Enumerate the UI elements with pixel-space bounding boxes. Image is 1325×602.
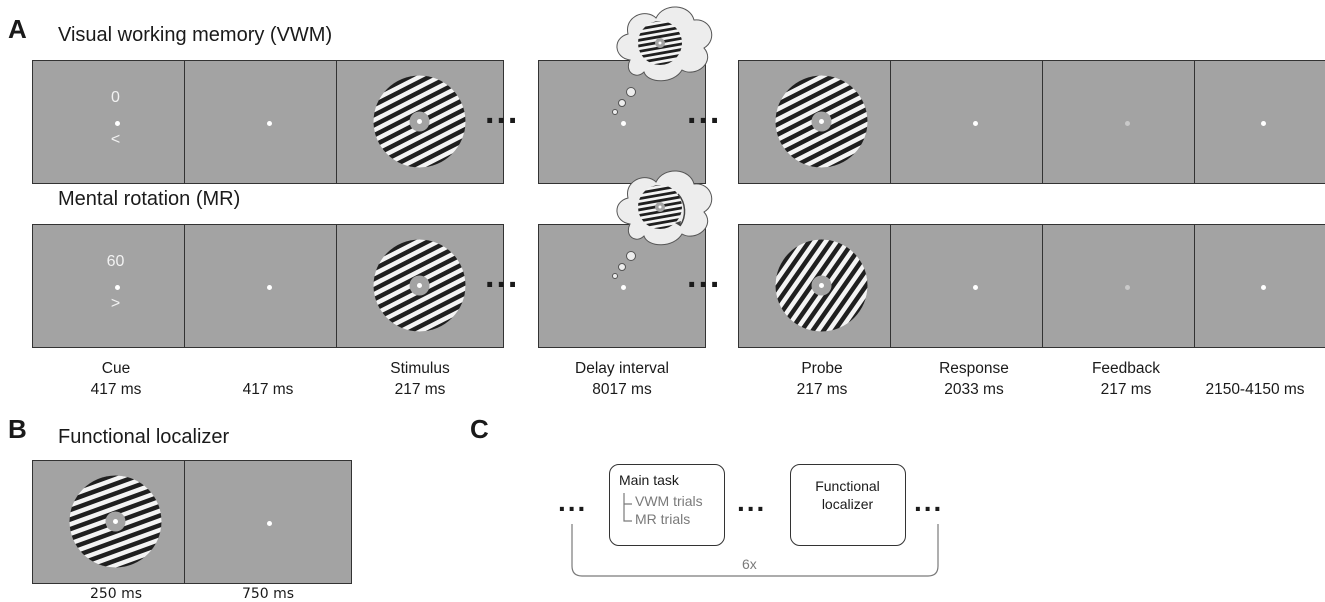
mr-title: Mental rotation (MR) — [58, 188, 241, 210]
label-time: 217 ms — [1100, 381, 1152, 398]
label-time: 217 ms — [796, 381, 848, 398]
fixation-dot — [266, 120, 272, 126]
localizer-title: Functional localizer — [58, 426, 230, 448]
mr-cue-number: 60 — [106, 253, 125, 270]
repeat-bracket — [571, 524, 939, 577]
label-blank: 417 ms — [183, 379, 353, 400]
panel-c-letter: C — [470, 414, 489, 444]
localizer-box-label: Functional localizer — [791, 477, 904, 513]
label-time: 417 ms — [90, 381, 142, 398]
vwm-delay-frame — [538, 60, 706, 184]
localizer-box: Functional localizer — [790, 464, 906, 546]
ellipsis: ... — [485, 257, 520, 295]
mr-cue-arrow: > — [110, 295, 121, 312]
vwm-response-frame — [890, 60, 1058, 184]
label-stimulus: Stimulus 217 ms — [335, 358, 505, 400]
thought-cloud-rotation — [612, 170, 713, 279]
mr-delay-frame — [538, 224, 706, 348]
ellipsis: ... — [485, 93, 520, 131]
panel-a-letter: A — [8, 14, 27, 44]
panel-b-letter: B — [8, 414, 27, 444]
fixation-dot — [266, 520, 272, 526]
label-delay: Delay interval 8017 ms — [537, 358, 707, 400]
arrowhead-icon — [675, 221, 681, 226]
label-name: Cue — [101, 360, 131, 377]
mr-cue-frame: 60 > — [32, 224, 200, 348]
main-task-box: Main task VWM trials MR trials — [609, 464, 725, 546]
vwm-cue-number: 0 — [111, 89, 120, 106]
vwm-probe-frame — [738, 60, 906, 184]
vwm-cue-arrow: < — [110, 131, 121, 148]
vwm-stimulus-frame — [336, 60, 504, 184]
mr-stimulus-frame — [336, 224, 504, 348]
fixation-dot — [266, 284, 272, 290]
label-time: 2033 ms — [944, 381, 1004, 398]
label-iti: 2150-4150 ms — [1185, 379, 1325, 400]
localizer-grating-frame — [32, 460, 200, 584]
label-name: Probe — [801, 360, 843, 377]
feedback-dot — [1124, 284, 1130, 290]
ellipsis: ... — [737, 486, 767, 517]
mr-iti-frame — [1194, 224, 1325, 348]
localizer-time-1: 250 ms — [89, 586, 143, 602]
label-feedback: Feedback 217 ms — [1041, 358, 1211, 400]
mr-blank-frame — [184, 224, 352, 348]
label-time: 217 ms — [394, 381, 446, 398]
vwm-iti-frame — [1194, 60, 1325, 184]
fixation-dot — [1261, 120, 1266, 126]
fixation-dot — [620, 120, 626, 126]
fixation-dot — [1261, 284, 1266, 290]
grating-stimulus — [373, 239, 466, 332]
label-probe: Probe 217 ms — [737, 358, 907, 400]
label-time: 8017 ms — [592, 381, 652, 398]
grating-probe — [775, 75, 868, 168]
vwm-trials-label: VWM trials — [635, 493, 703, 509]
feedback-dot — [1124, 120, 1130, 126]
mr-trials-label: MR trials — [635, 511, 691, 527]
localizer-line-2: localizer — [821, 496, 874, 512]
label-response: Response 2033 ms — [889, 358, 1059, 400]
label-name: Response — [939, 360, 1009, 377]
tree-connector-icon — [623, 493, 632, 522]
vwm-blank-frame — [184, 60, 352, 184]
label-time: 2150-4150 ms — [1205, 381, 1305, 398]
fixation-dot — [114, 120, 120, 126]
label-name: Stimulus — [390, 360, 450, 377]
fixation-dot — [972, 120, 978, 126]
label-cue: Cue 417 ms — [31, 358, 201, 400]
localizer-line-1: Functional — [815, 478, 880, 494]
localizer-time-2: 750 ms — [241, 586, 295, 602]
mr-response-frame — [890, 224, 1058, 348]
mr-probe-frame — [738, 224, 906, 348]
main-task-title: Main task — [619, 472, 679, 488]
fixation-dot — [114, 284, 120, 290]
fixation-dot — [620, 284, 626, 290]
vwm-feedback-frame — [1042, 60, 1210, 184]
ellipsis: ... — [558, 486, 588, 517]
label-name: Feedback — [1091, 360, 1161, 377]
mr-feedback-frame — [1042, 224, 1210, 348]
grating-probe-rotated — [775, 239, 868, 332]
rotation-arrow-icon — [677, 193, 686, 227]
vwm-title: Visual working memory (VWM) — [58, 24, 333, 46]
label-name: Delay interval — [575, 360, 669, 377]
grating-localizer — [69, 475, 162, 568]
vwm-cue-frame: 0 < — [32, 60, 200, 184]
thought-cloud-memory — [612, 6, 713, 115]
fixation-dot — [972, 284, 978, 290]
ellipsis: ... — [914, 486, 944, 517]
localizer-blank-frame — [184, 460, 352, 584]
repeat-count: 6x — [742, 556, 757, 572]
label-time: 417 ms — [242, 381, 294, 398]
grating-stimulus — [373, 75, 466, 168]
